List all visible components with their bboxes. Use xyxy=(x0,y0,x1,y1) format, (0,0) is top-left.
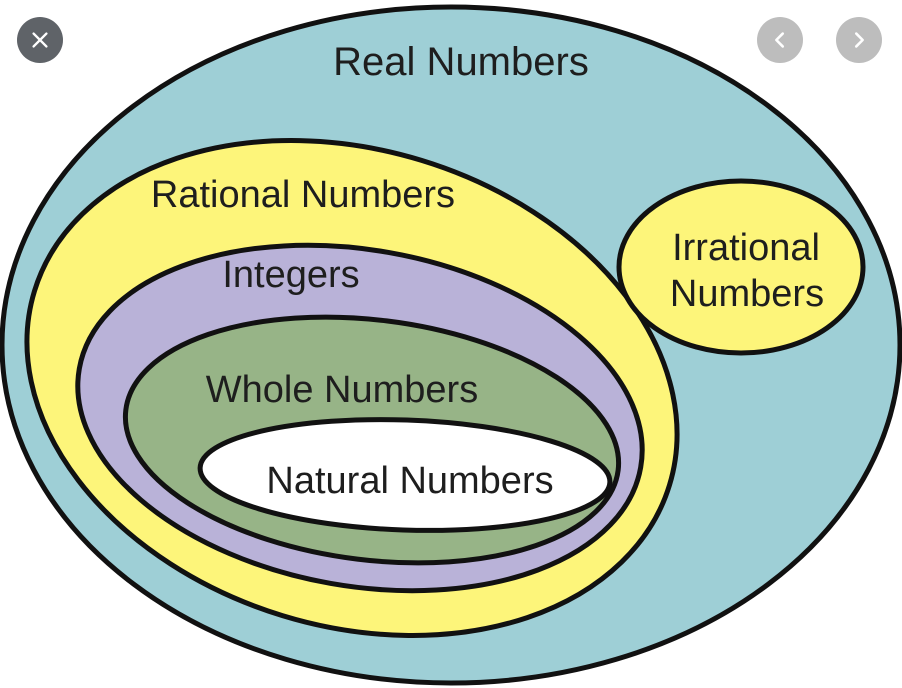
close-icon xyxy=(32,32,48,48)
natural-numbers-region xyxy=(197,417,613,533)
rational-numbers-label: Rational Numbers xyxy=(151,174,455,216)
natural-numbers-label: Natural Numbers xyxy=(266,460,553,502)
irrational-numbers-label-line2: Numbers xyxy=(670,273,824,315)
real-numbers-label: Real Numbers xyxy=(333,40,589,84)
integers-label: Integers xyxy=(222,254,359,296)
chevron-right-icon xyxy=(854,32,864,48)
irrational-numbers-region xyxy=(616,178,866,356)
whole-numbers-label: Whole Numbers xyxy=(206,369,478,411)
close-button[interactable] xyxy=(17,17,63,63)
irrational-numbers-label-line1: Irrational xyxy=(672,227,820,269)
previous-button[interactable] xyxy=(757,17,803,63)
next-button[interactable] xyxy=(836,17,882,63)
chevron-left-icon xyxy=(775,32,785,48)
